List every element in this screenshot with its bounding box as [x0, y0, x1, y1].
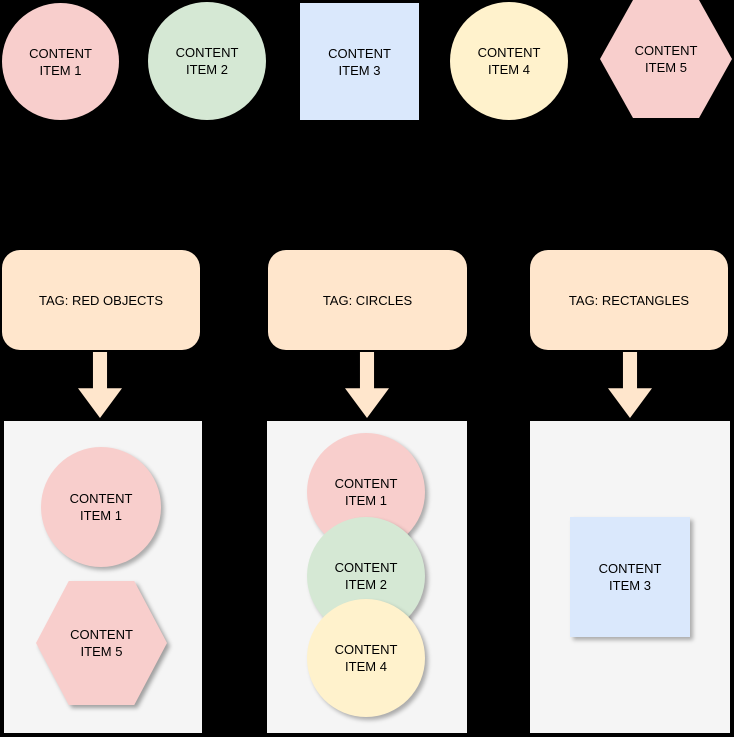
down-arrow-icon	[345, 352, 389, 418]
grouped-content-item-1: CONTENT ITEM 1	[41, 447, 161, 567]
content-item-4: CONTENT ITEM 4	[450, 2, 568, 120]
grouped-content-item-5: CONTENT ITEM 5	[36, 581, 167, 705]
group-container-red-objects: CONTENT ITEM 1 CONTENT ITEM 5	[4, 421, 202, 733]
content-item-3: CONTENT ITEM 3	[300, 3, 419, 120]
content-item-2: CONTENT ITEM 2	[148, 2, 266, 120]
grouped-content-item-3: CONTENT ITEM 3	[570, 517, 690, 637]
tag-rectangles: TAG: RECTANGLES	[530, 250, 728, 350]
content-item-1: CONTENT ITEM 1	[2, 3, 119, 120]
down-arrow-icon	[608, 352, 652, 418]
group-container-rectangles: CONTENT ITEM 3	[530, 421, 730, 733]
tag-red-objects: TAG: RED OBJECTS	[2, 250, 200, 350]
group-container-circles: CONTENT ITEM 1 CONTENT ITEM 2 CONTENT IT…	[267, 421, 467, 733]
hexagon-shape: CONTENT ITEM 5	[600, 0, 732, 118]
tag-circles: TAG: CIRCLES	[268, 250, 467, 350]
grouped-content-item-4: CONTENT ITEM 4	[307, 599, 425, 717]
hexagon-shape: CONTENT ITEM 5	[36, 581, 167, 705]
down-arrow-icon	[78, 352, 122, 418]
content-item-5: CONTENT ITEM 5	[600, 0, 732, 118]
